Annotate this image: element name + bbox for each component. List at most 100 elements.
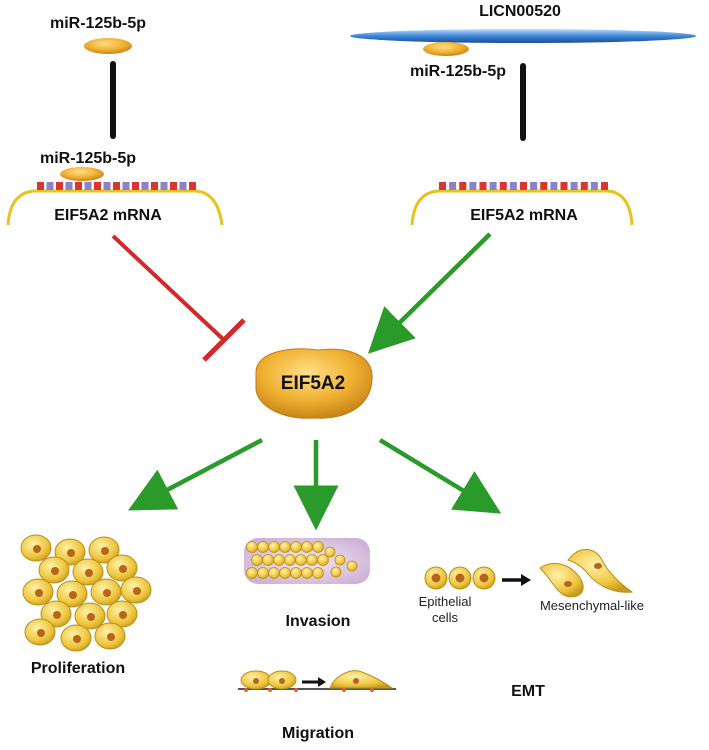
mirna-label-top-left: miR-125b-5p bbox=[50, 15, 146, 32]
cell-nucleus bbox=[103, 589, 111, 597]
codon-mark bbox=[560, 182, 568, 190]
lncrna-shape bbox=[350, 29, 696, 43]
codon-mark bbox=[46, 182, 54, 190]
cell bbox=[295, 554, 307, 566]
cell-nucleus bbox=[133, 587, 141, 595]
cell bbox=[334, 554, 346, 566]
cell-nucleus bbox=[119, 611, 127, 619]
cell bbox=[312, 541, 324, 553]
codon-mark bbox=[489, 182, 497, 190]
mrna-label-right: EIF5A2 mRNA bbox=[470, 207, 578, 224]
codon-mark bbox=[570, 182, 578, 190]
mesenchymal-cells-illustration bbox=[539, 549, 634, 598]
codon-mark bbox=[113, 182, 120, 190]
cell-nucleus bbox=[69, 591, 77, 599]
codon-mark bbox=[65, 182, 73, 190]
epithelial-cells-illustration bbox=[424, 566, 496, 590]
cell-nucleus bbox=[119, 565, 127, 573]
arrow-to-proliferation bbox=[128, 438, 264, 511]
migration-illustration bbox=[238, 670, 396, 692]
codon-mark bbox=[580, 182, 588, 190]
mrna-label-left: EIF5A2 mRNA bbox=[54, 207, 162, 224]
eif5a2-protein-shape bbox=[255, 348, 373, 419]
mirna-top-left-shape bbox=[84, 38, 132, 54]
cell bbox=[273, 554, 285, 566]
codon-mark bbox=[520, 182, 527, 190]
codon-mark bbox=[56, 182, 63, 190]
mirna-label-bound-right: miR-125b-5p bbox=[410, 63, 506, 80]
cell-nucleus bbox=[107, 633, 115, 641]
codon-mark bbox=[179, 182, 187, 190]
cell bbox=[346, 560, 358, 572]
cell-nucleus bbox=[73, 635, 81, 643]
codon-mark bbox=[189, 182, 196, 190]
codon-mark bbox=[160, 182, 168, 190]
mirna-label-bound-left: miR-125b-5p bbox=[40, 150, 136, 167]
lncrna-label: LICN00520 bbox=[479, 3, 561, 20]
invasion-illustration bbox=[244, 538, 370, 584]
cell bbox=[246, 567, 258, 579]
codon-mark bbox=[479, 182, 487, 190]
cell-nucleus bbox=[37, 629, 45, 637]
cell bbox=[306, 554, 318, 566]
codon-mark bbox=[459, 182, 467, 190]
cell-nucleus bbox=[51, 567, 59, 575]
cell bbox=[301, 541, 313, 553]
cell bbox=[257, 541, 269, 553]
cells-label: cells bbox=[432, 610, 459, 625]
protein-label: EIF5A2 bbox=[281, 373, 345, 394]
codon-mark bbox=[151, 182, 158, 190]
cell bbox=[268, 541, 280, 553]
codon-mark bbox=[103, 182, 111, 190]
codon-mark bbox=[449, 182, 457, 190]
cell bbox=[317, 554, 329, 566]
cell-nucleus bbox=[479, 573, 489, 583]
codon-mark bbox=[122, 182, 130, 190]
invasion-label: Invasion bbox=[286, 613, 351, 630]
cell bbox=[324, 546, 336, 558]
codon-mark bbox=[439, 182, 446, 190]
cell bbox=[301, 567, 313, 579]
cell bbox=[251, 554, 263, 566]
codon-mark bbox=[141, 182, 149, 190]
codon-mark bbox=[499, 182, 507, 190]
cell bbox=[279, 567, 291, 579]
cell-nucleus bbox=[53, 611, 61, 619]
mirna-bound-left-shape bbox=[60, 167, 104, 181]
cell bbox=[262, 554, 274, 566]
codon-mark bbox=[509, 182, 517, 190]
emt-label: EMT bbox=[511, 683, 545, 700]
cell-nucleus bbox=[101, 547, 109, 555]
cell-nucleus bbox=[67, 549, 75, 557]
proliferation-cells-illustration bbox=[20, 534, 152, 652]
codon-mark bbox=[132, 182, 139, 190]
cell-nucleus bbox=[455, 573, 465, 583]
codon-mark bbox=[37, 182, 44, 190]
codon-mark bbox=[469, 182, 477, 190]
cell bbox=[290, 567, 302, 579]
arrow-to-emt bbox=[378, 438, 502, 514]
cell-nucleus bbox=[85, 569, 93, 577]
codon-mark bbox=[84, 182, 92, 190]
cell bbox=[290, 541, 302, 553]
mrna-strand-right bbox=[410, 182, 634, 226]
cell bbox=[330, 566, 342, 578]
codon-mark bbox=[590, 182, 598, 190]
proliferation-label: Proliferation bbox=[31, 660, 125, 677]
mirna-bound-lncrna-shape bbox=[423, 42, 469, 56]
mesenchymal-label: Mesenchymal-like bbox=[540, 598, 644, 613]
codon-mark bbox=[94, 182, 101, 190]
cell bbox=[284, 554, 296, 566]
codon-mark bbox=[170, 182, 177, 190]
codon-mark bbox=[75, 182, 82, 190]
cell-nucleus bbox=[35, 589, 43, 597]
mrna-strand-left bbox=[6, 182, 224, 226]
cell bbox=[257, 567, 269, 579]
codon-mark bbox=[530, 182, 538, 190]
emt-transition-arrow bbox=[502, 574, 531, 586]
cell bbox=[246, 541, 258, 553]
cell-nucleus bbox=[87, 613, 95, 621]
epithelial-label: Epithelial bbox=[419, 594, 472, 609]
